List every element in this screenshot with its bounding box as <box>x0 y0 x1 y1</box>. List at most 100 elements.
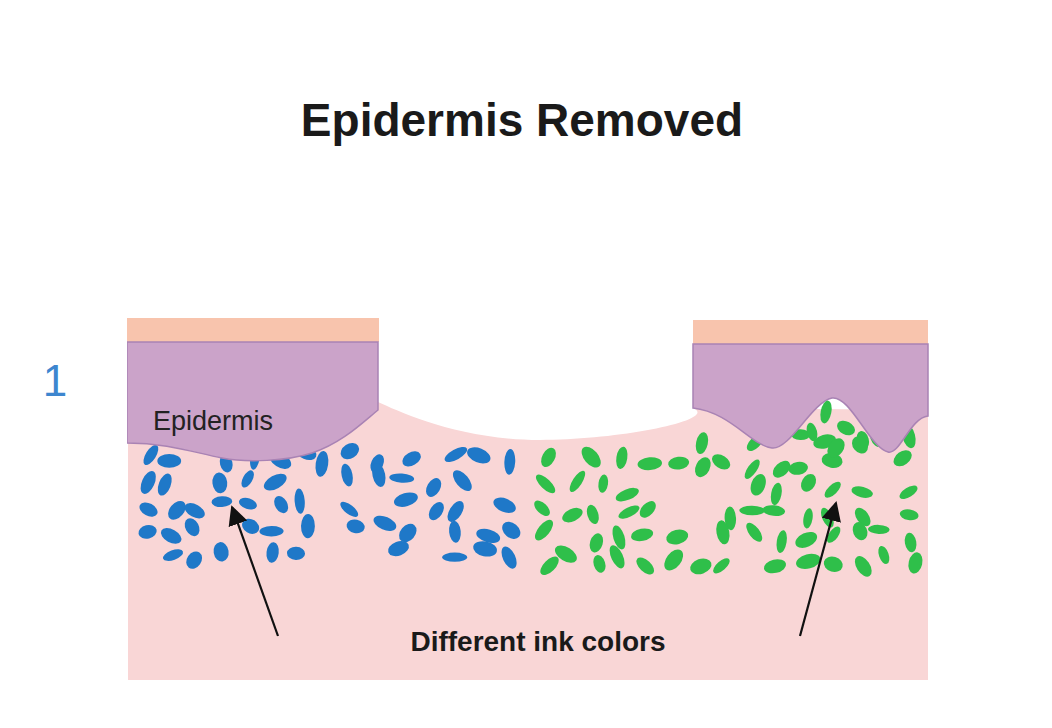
ink-particle <box>762 557 787 575</box>
ink-particle <box>314 450 330 477</box>
ink-particle <box>709 451 733 473</box>
ink-particle <box>238 496 259 512</box>
ink-particle <box>591 553 607 574</box>
ink-particle <box>137 469 158 496</box>
ink-particle <box>851 553 875 580</box>
ink-particle <box>137 500 160 520</box>
leader-arrow <box>800 503 836 636</box>
ink-particle <box>338 499 361 519</box>
ink-particle <box>155 472 174 498</box>
ink-particle <box>211 496 232 508</box>
ink-particle <box>743 520 765 544</box>
ink-particle <box>265 542 280 564</box>
ink-particle <box>769 482 783 506</box>
ink-particle <box>183 548 205 571</box>
ink-particle <box>798 471 819 494</box>
ink-particle <box>597 474 609 493</box>
ink-particle <box>850 484 874 500</box>
ink-particle <box>371 513 398 534</box>
ink-particle <box>661 546 687 574</box>
ink-particle <box>271 494 291 516</box>
ink-particle <box>239 468 257 489</box>
title: Epidermis Removed <box>301 93 743 147</box>
ink-particle <box>338 440 362 463</box>
ink-particle <box>665 527 690 546</box>
ink-particle <box>161 547 184 563</box>
ink-particle <box>472 539 498 558</box>
epidermis-shape <box>127 318 379 464</box>
ink-particle <box>157 454 181 468</box>
ink-particle <box>212 541 230 563</box>
ink-particle <box>775 529 788 553</box>
ink-particle <box>532 517 557 544</box>
ink-particle <box>739 505 765 515</box>
ink-particle <box>748 472 769 498</box>
ink-particle <box>301 514 315 539</box>
ink-particle <box>182 500 207 522</box>
ink-particle <box>899 508 919 522</box>
ink-particle <box>567 469 588 495</box>
ink-particle <box>392 490 419 509</box>
ink-particle <box>633 554 657 577</box>
ink-particle <box>617 503 642 522</box>
ink-particle <box>897 483 919 502</box>
ink-particle <box>615 446 629 470</box>
ink-particle <box>876 545 891 566</box>
ink-particle <box>607 543 628 570</box>
ink-particle <box>533 472 558 497</box>
ink-particle <box>137 523 158 540</box>
ink-particle <box>822 479 844 500</box>
ink-particle <box>141 443 162 468</box>
ink-particle <box>788 461 809 477</box>
epidermis-block: Epidermis <box>127 318 379 464</box>
ink-particle <box>448 520 462 543</box>
ink-particle <box>537 553 562 578</box>
ink-particle <box>715 519 732 545</box>
ink-particle <box>694 431 710 455</box>
ink-particle <box>449 467 475 494</box>
ink-particle <box>560 505 585 525</box>
ink-particle <box>614 485 641 504</box>
ink-particle <box>805 422 819 443</box>
ink-particle <box>711 556 732 576</box>
ink-particle <box>442 553 467 562</box>
ink-particle <box>585 503 601 525</box>
ink-particle <box>386 538 411 559</box>
ink-particle <box>498 544 519 571</box>
ink-particle <box>538 445 559 469</box>
ink-particle <box>182 516 203 539</box>
ink-particle <box>444 498 467 524</box>
ink-particle <box>400 448 424 469</box>
leader-arrow <box>232 507 278 636</box>
ink-particle <box>637 456 663 471</box>
ink-particle <box>211 472 228 494</box>
ink-particle <box>906 551 924 575</box>
ink-particle <box>426 499 447 523</box>
ink-particle <box>630 527 654 543</box>
ink-particle <box>637 498 659 521</box>
callout-number: 1 <box>43 356 67 406</box>
ink-particle <box>688 556 714 577</box>
ink-particle <box>762 504 786 517</box>
ink-particle <box>261 470 289 494</box>
ink-particle <box>370 462 387 488</box>
epidermis-right <box>693 320 928 452</box>
ink-particle <box>819 400 834 425</box>
ink-particle <box>552 542 580 567</box>
ink-particle <box>294 488 306 514</box>
ink-particle <box>578 443 605 471</box>
ink-particle <box>868 525 890 535</box>
ink-particle <box>442 444 469 465</box>
node-label: Epidermis <box>153 406 273 437</box>
ink-particle <box>793 529 820 551</box>
ink-particle <box>287 547 306 561</box>
ink-particle <box>339 463 354 488</box>
ink-particle <box>850 520 870 543</box>
ink-particle <box>692 455 714 480</box>
ink-particle <box>504 449 516 475</box>
ink-particle <box>849 433 872 456</box>
ink-particles-top <box>805 400 872 461</box>
ink-particle <box>903 532 918 553</box>
ink-particle <box>465 444 493 466</box>
ink-particle <box>389 473 414 484</box>
